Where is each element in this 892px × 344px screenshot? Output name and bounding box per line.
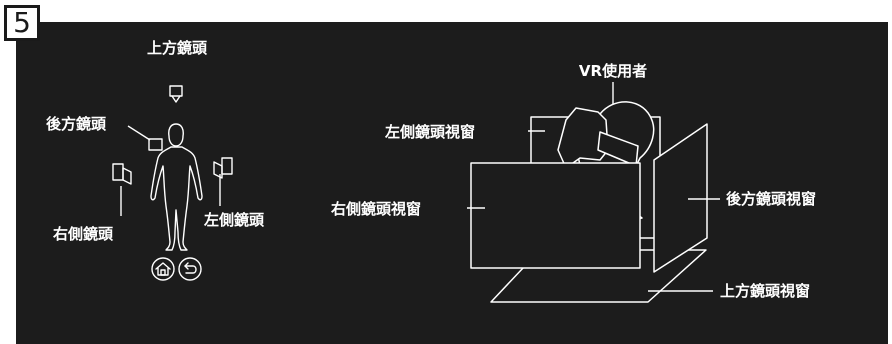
top-camera-label: 上方鏡頭 xyxy=(147,39,208,57)
back-button[interactable] xyxy=(178,257,202,281)
back-window-label: 後方鏡頭視窗 xyxy=(725,190,816,208)
home-icon xyxy=(155,262,171,276)
return-arrow-icon xyxy=(184,262,197,274)
vr-user-label: VR使用者 xyxy=(579,62,647,80)
back-camera-window xyxy=(653,123,708,273)
right-camera-icon xyxy=(112,163,132,185)
top-camera-icon xyxy=(169,85,183,103)
right-window-label: 右側鏡頭視窗 xyxy=(331,200,421,218)
right-camera-window xyxy=(470,162,641,269)
step-number-badge: 5 xyxy=(4,5,40,41)
vr-user-figure xyxy=(557,101,655,223)
left-camera-label: 左側鏡頭 xyxy=(203,211,265,229)
back-camera-label: 後方鏡頭 xyxy=(45,115,107,133)
left-window-label: 左側鏡頭視窗 xyxy=(384,123,475,141)
home-button[interactable] xyxy=(151,257,175,281)
diagram-panel xyxy=(16,22,888,344)
human-figure xyxy=(150,123,203,251)
left-camera-icon xyxy=(213,157,233,179)
top-window-label: 上方鏡頭視窗 xyxy=(720,282,810,300)
right-camera-label: 右側鏡頭 xyxy=(53,225,114,243)
back-camera-icon xyxy=(148,138,163,151)
